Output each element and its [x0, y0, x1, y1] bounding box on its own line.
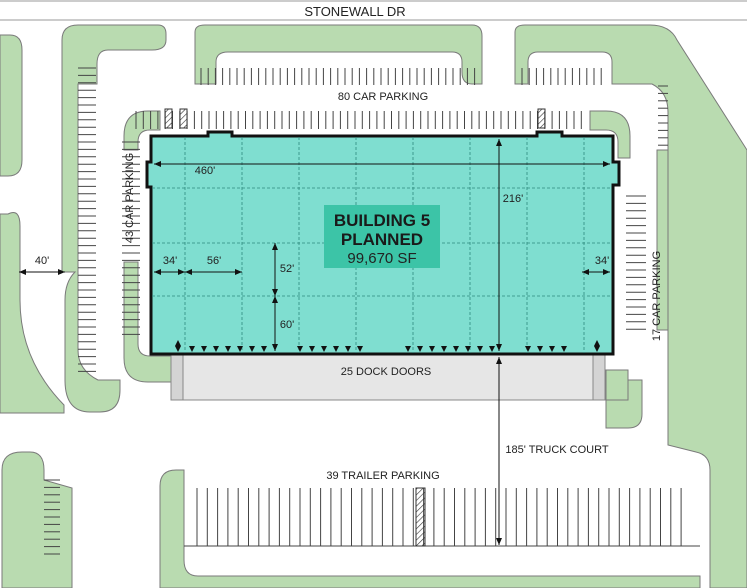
dock-apron: [170, 353, 606, 401]
accessible-stall: [164, 108, 173, 129]
end-bay-right-label: 34': [595, 255, 609, 267]
dock-door: [309, 346, 315, 352]
accessible-stall: [415, 487, 426, 547]
dock-door: [357, 346, 363, 352]
dock-door: [489, 346, 495, 352]
dock-door: [417, 346, 423, 352]
dock-door: [249, 346, 255, 352]
landscape-area: [605, 369, 629, 401]
dock-door: [429, 346, 435, 352]
dock-door: [189, 346, 195, 352]
trailer-parking-label: 39 TRAILER PARKING: [326, 470, 439, 482]
building-status: PLANNED: [341, 230, 423, 249]
dock-door: [333, 346, 339, 352]
landscape-area: [605, 379, 643, 429]
dock-door: [465, 346, 471, 352]
dock-apron-strip: [170, 353, 184, 401]
building-name: BUILDING 5: [334, 211, 430, 230]
landscape-area: [194, 24, 483, 85]
road-name: STONEWALL DR: [304, 4, 405, 19]
door-diamond: [175, 340, 181, 352]
east-parking-label: 17 CAR PARKING: [651, 251, 663, 341]
building-area: 99,670 SF: [347, 250, 416, 267]
truck-court-label: 185' TRUCK COURT: [505, 444, 608, 456]
dock-door: [201, 346, 207, 352]
dock-door: [549, 346, 555, 352]
landscape-area: [1, 451, 73, 588]
dock-door: [453, 346, 459, 352]
landscape-area: [589, 110, 631, 159]
drive-aisle-label: 40': [35, 255, 49, 267]
dock-doors-label: 25 DOCK DOORS: [341, 366, 431, 378]
accessible-stall: [179, 108, 188, 129]
landscape-area: [159, 469, 701, 588]
accessible-stall: [537, 108, 546, 129]
north-parking-label: 80 CAR PARKING: [338, 91, 428, 103]
bay-depth-upper-label: 52': [280, 263, 294, 275]
dock-door: [405, 346, 411, 352]
dock-door: [441, 346, 447, 352]
end-bay-left-label: 34': [163, 255, 177, 267]
column-spacing-label: 56': [207, 255, 221, 267]
dock-door: [525, 346, 531, 352]
landscape-areas: [0, 24, 747, 588]
dock-door: [537, 346, 543, 352]
landscape-area: [0, 212, 65, 414]
dimension-lines: [19, 139, 610, 545]
door-diamond: [594, 340, 600, 352]
dock-door: [321, 346, 327, 352]
stonewall-road: [0, 0, 747, 21]
parking-stripes: [44, 67, 700, 555]
dock-door: [237, 346, 243, 352]
depth-label: 216': [503, 193, 523, 205]
width-label: 460': [195, 165, 215, 177]
dock-apron-strip: [592, 353, 606, 401]
dock-door: [225, 346, 231, 352]
dock-door-markers: [189, 346, 567, 352]
dock-door: [297, 346, 303, 352]
west-parking-label: 43 CAR PARKING: [124, 153, 136, 243]
accessible-stalls: [164, 108, 546, 547]
bay-depth-lower-label: 60': [280, 319, 294, 331]
dock-door: [477, 346, 483, 352]
landscape-area: [656, 149, 669, 331]
dock-door: [345, 346, 351, 352]
landscape-area: [61, 24, 167, 413]
dock-door: [213, 346, 219, 352]
dock-door: [261, 346, 267, 352]
landscape-area: [0, 34, 23, 177]
building-label-box: [324, 205, 440, 268]
dock-door: [561, 346, 567, 352]
